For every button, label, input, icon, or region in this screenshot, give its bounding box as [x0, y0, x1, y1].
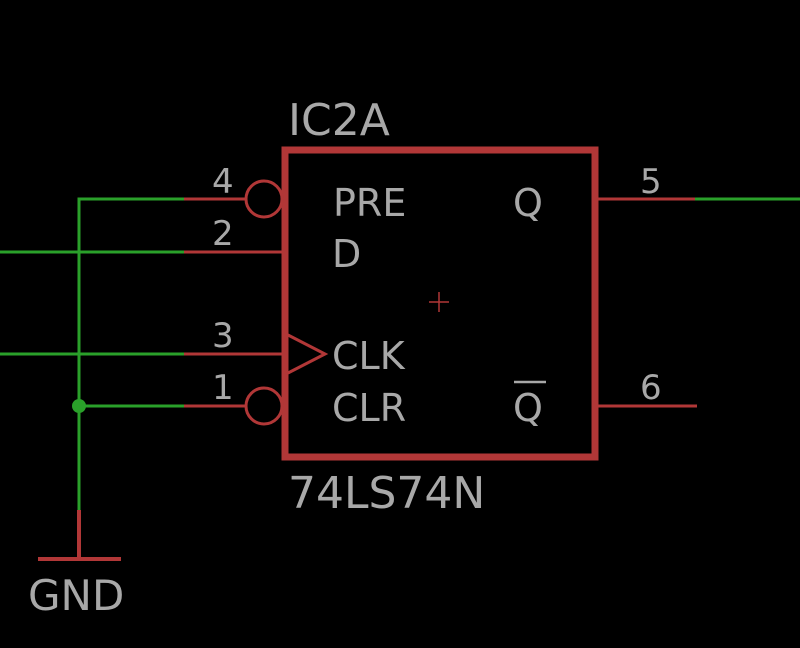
pin-pre-number: 4	[212, 162, 234, 202]
pin-qbar-number: 6	[640, 368, 662, 408]
part-name-label[interactable]: IC2A	[288, 95, 390, 146]
pin-clk-number: 3	[212, 316, 234, 356]
pin-qbar-label: Q	[513, 386, 543, 430]
pin-clk-label: CLK	[332, 334, 406, 378]
pin-q-number: 5	[640, 162, 662, 202]
gnd-symbol[interactable]	[38, 510, 121, 561]
ic-symbol[interactable]	[184, 146, 697, 461]
gnd-label[interactable]: GND	[28, 571, 124, 620]
pin-clr-inversion-bubble	[244, 386, 284, 426]
pin-q-label: Q	[513, 181, 543, 225]
pin-clr-number: 1	[212, 368, 234, 408]
pin-clr-label: CLR	[332, 386, 406, 430]
labels: IC2A 74LS74N 4 2 3 1 5 6 PRE D CLK CLR Q…	[28, 95, 662, 620]
nets	[0, 197, 800, 561]
pin-d-label: D	[332, 232, 361, 276]
ic-body-outline	[281, 146, 599, 461]
pin-d-number: 2	[212, 214, 234, 254]
clock-triangle-icon	[287, 333, 329, 375]
pin-pre-label: PRE	[333, 181, 406, 225]
pin-pre-inversion-bubble	[244, 179, 284, 219]
part-value-label[interactable]: 74LS74N	[288, 468, 485, 519]
junction-dot	[72, 399, 86, 413]
